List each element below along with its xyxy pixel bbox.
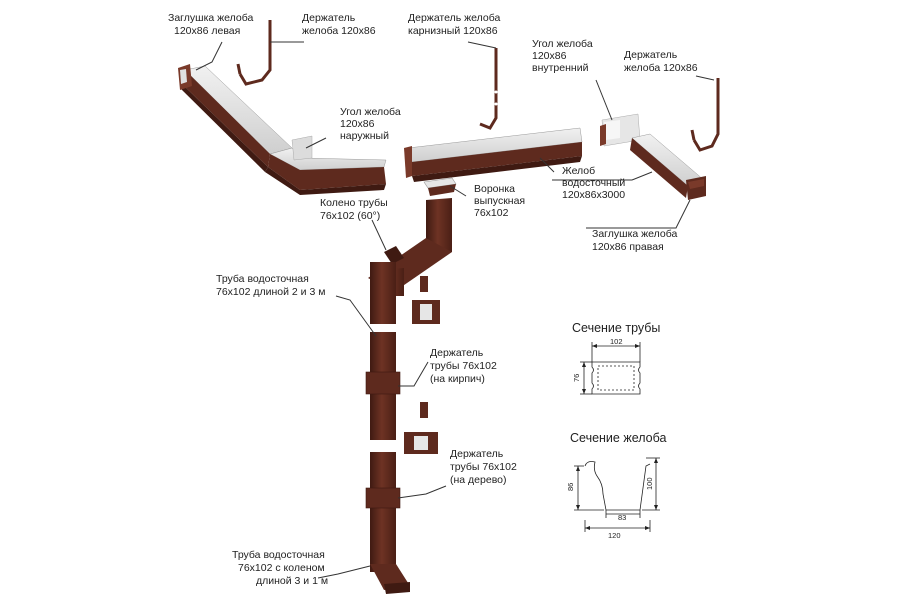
svg-text:(на дерево): (на дерево) [450, 474, 507, 486]
pipe-width-label: 102 [610, 337, 623, 346]
pipe-section-title: Сечение трубы [572, 321, 660, 335]
svg-text:желоба 120х86: желоба 120х86 [624, 62, 698, 74]
gutter-holder-right [692, 78, 718, 150]
svg-text:Держатель: Держатель [430, 347, 484, 359]
downpipe-lower [366, 452, 410, 594]
svg-text:Держатель: Держатель [450, 448, 504, 460]
label-funnel: Воронка выпускная 76х102 [474, 183, 525, 219]
svg-text:120х86: 120х86 [532, 50, 567, 62]
pipe-holder-wood [404, 402, 438, 454]
pipe-holder-brick [412, 276, 440, 324]
downpipe-upper [370, 262, 396, 324]
label-pipe-holder-brick: Держатель трубы 76х102 (на кирпич) [430, 347, 497, 385]
label-holder-right: Держатель желоба 120х86 [624, 49, 698, 74]
gutter-holder-top [238, 20, 270, 84]
label-eaves-holder: Держатель желоба карнизный 120х86 [408, 12, 500, 37]
svg-text:120х86: 120х86 [340, 118, 375, 130]
svg-text:Держатель: Держатель [302, 12, 356, 24]
gutter-height-right-label: 100 [645, 477, 654, 490]
svg-text:(на кирпич): (на кирпич) [430, 373, 485, 385]
label-holder-top: Держатель желоба 120х86 [302, 12, 376, 37]
label-pipe-holder-wood: Держатель трубы 76х102 (на дерево) [450, 448, 517, 486]
svg-text:Воронка: Воронка [474, 183, 515, 195]
gutter-cap-right [686, 176, 706, 200]
svg-text:Держатель желоба: Держатель желоба [408, 12, 500, 24]
svg-text:76х102 длиной 2 и 3 м: 76х102 длиной 2 и 3 м [216, 286, 325, 298]
svg-text:желоба 120х86: желоба 120х86 [302, 25, 376, 37]
label-pipe-with-elbow: Труба водосточная 76х102 с коленом длино… [232, 549, 328, 587]
svg-text:120х86 левая: 120х86 левая [174, 25, 240, 37]
svg-text:120х86х3000: 120х86х3000 [562, 189, 625, 201]
label-gutter: Желоб водосточный 120х86х3000 [562, 165, 625, 201]
svg-text:Колено трубы: Колено трубы [320, 197, 388, 209]
gutter-cap-left [178, 64, 192, 90]
gutter-bottom-label: 83 [618, 513, 626, 522]
label-outer-corner: Угол желоба 120х86 наружный [340, 106, 401, 142]
svg-text:76х102: 76х102 [474, 207, 509, 219]
svg-text:Угол желоба: Угол желоба [340, 106, 401, 118]
svg-text:76х102 с коленом: 76х102 с коленом [238, 562, 325, 574]
svg-text:водосточный: водосточный [562, 177, 625, 189]
gutter-section: Сечение желоба 86 100 83 120 [566, 431, 666, 540]
svg-text:76х102 (60°): 76х102 (60°) [320, 210, 380, 222]
gutter-center [404, 128, 582, 182]
svg-text:длиной 3 и 1 м: длиной 3 и 1 м [256, 575, 328, 587]
svg-text:Заглушка желоба: Заглушка желоба [592, 228, 678, 240]
svg-text:Труба водосточная: Труба водосточная [216, 273, 309, 285]
svg-text:трубы 76х102: трубы 76х102 [430, 360, 497, 372]
svg-text:Держатель: Держатель [624, 49, 678, 61]
svg-text:120х86 правая: 120х86 правая [592, 241, 664, 253]
svg-text:трубы 76х102: трубы 76х102 [450, 461, 517, 473]
svg-text:выпускная: выпускная [474, 195, 525, 207]
eaves-holder [480, 48, 498, 128]
gutter-width-label: 120 [608, 531, 621, 540]
svg-text:Угол желоба: Угол желоба [532, 38, 593, 50]
svg-text:Заглушка желоба: Заглушка желоба [168, 12, 254, 24]
pipe-height-label: 76 [572, 374, 581, 382]
gutter-section-title: Сечение желоба [570, 431, 666, 445]
gutter-height-left-label: 86 [566, 483, 575, 491]
svg-text:Желоб: Желоб [562, 165, 595, 177]
svg-text:Труба водосточная: Труба водосточная [232, 549, 325, 561]
svg-text:наружный: наружный [340, 130, 389, 142]
label-pipe: Труба водосточная 76х102 длиной 2 и 3 м [216, 273, 325, 298]
label-cap-left: Заглушка желоба 120х86 левая [168, 12, 254, 37]
downpipe-middle [366, 332, 400, 440]
svg-text:внутренний: внутренний [532, 62, 589, 74]
svg-text:карнизный 120х86: карнизный 120х86 [408, 25, 498, 37]
label-inner-corner: Угол желоба 120х86 внутренний [532, 38, 593, 74]
pipe-section: Сечение трубы 102 76 [572, 321, 660, 394]
label-cap-right: Заглушка желоба 120х86 правая [592, 228, 678, 253]
label-elbow: Колено трубы 76х102 (60°) [320, 197, 388, 222]
